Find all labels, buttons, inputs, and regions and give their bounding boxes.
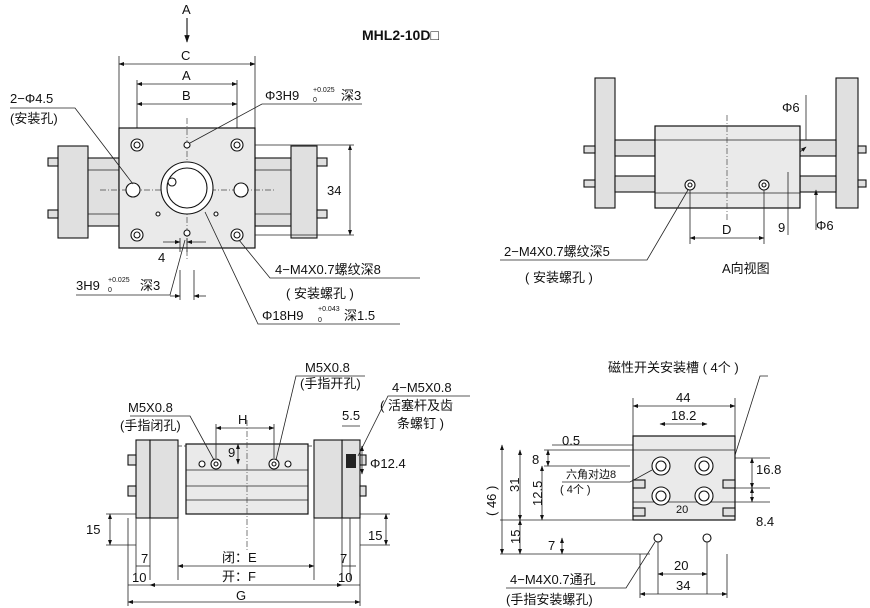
bottom-pin-callout: 3H9 +0.025 0 深3 [76,277,160,294]
mount-hole-note: (安装孔) [10,111,58,126]
pin-hole-callout: Φ3H9 +0.025 0 深3 [265,87,361,104]
a-dim-9: 9 [778,220,785,235]
dim-right-10: 10 [338,570,352,585]
open-port-label: M5X0.8 [305,360,350,375]
dim-12-5: 12.5 [530,481,545,506]
close-port-label: M5X0.8 [128,400,173,415]
a-view-caption: A向视图 [722,261,770,276]
dim-46: ( 46 ) [484,486,499,516]
svg-text:+0.025: +0.025 [108,277,130,284]
dim-phi12-4: Φ12.4 [370,456,406,471]
close-port-note: (手指闭孔) [120,418,181,433]
dim-31: 31 [507,478,522,492]
dim-8-4: 8.4 [756,514,774,529]
hex-note-2: ( 4个 ) [560,483,591,496]
pin-hole [183,229,191,237]
svg-text:Φ18H9: Φ18H9 [262,308,303,323]
left-jaw [57,145,89,239]
svg-text:+0.025: +0.025 [313,87,335,94]
dim-20-inner: 20 [676,504,688,516]
left-finger [87,157,120,227]
bore-callout: Φ18H9 +0.043 0 深1.5 [262,306,375,324]
model-title: MHL2-10D□ [362,27,439,43]
svg-text:深1.5: 深1.5 [344,308,375,323]
svg-text:Φ3H9: Φ3H9 [265,88,299,103]
a-thread-note: 2−M4X0.7螺纹深5 [504,244,610,259]
finger-thread-hole [653,533,663,543]
dim-8: 8 [532,452,539,467]
a-right-jaw [835,77,859,209]
dim-c-label: C [181,48,190,63]
dim-15: 15 [508,530,523,544]
svg-text:0: 0 [108,287,112,294]
side-view: 磁性开关安装槽 ( 4个 ) 44 18.2 0.5 8 六角对边8 [484,360,781,607]
a-phi6-bottom: Φ6 [816,218,834,233]
dim-7: 7 [548,538,555,553]
screw-note-1: ( 活塞杆及齿 [380,398,453,413]
a-phi6-top: Φ6 [782,100,800,115]
pin-hole [183,141,191,149]
a-thread-note-2: ( 安装螺孔 ) [525,270,593,285]
svg-text:深3: 深3 [341,88,361,103]
a-view: Φ6 Φ6 D 9 2−M4X0.7螺纹深5 ( 安装螺孔 ) A向视图 [500,77,867,285]
dim-g: G [236,588,246,603]
f-right-jaw [341,439,361,519]
dim-left-15: 15 [86,522,100,537]
a-body [654,125,801,209]
piston-screw [346,454,356,468]
front-view: M5X0.8 (手指闭孔) M5X0.8 (手指开孔) 4−M5X0.8 ( 活… [86,360,470,606]
dim-5-5: 5.5 [342,408,360,423]
dim-h-label: H [238,412,247,427]
dim-16-8: 16.8 [756,462,781,477]
thread-note-2: ( 安装螺孔 ) [286,286,354,301]
dim-right-15: 15 [368,528,382,543]
dim-right-7: 7 [340,551,347,566]
through-hole-note: 4−M4X0.7通孔 [510,572,596,587]
through-hole [125,182,141,198]
view-arrow-label: A [182,2,191,17]
hex-note: 六角对边8 [566,467,616,481]
dim-20: 20 [674,558,688,573]
screw-note-2: 条螺钉 ) [397,416,444,431]
dim-34-label: 34 [327,183,341,198]
dim-9-label: 9 [228,445,235,460]
dim-0-5: 0.5 [562,433,580,448]
thread-note: 4−M4X0.7螺纹深8 [275,262,381,277]
svg-text:3H9: 3H9 [76,278,100,293]
svg-text:+0.043: +0.043 [318,306,340,313]
dim-18-2: 18.2 [671,408,696,423]
dim-a-label: A [182,68,191,83]
finger-thread-hole [702,533,712,543]
a-left-jaw [594,77,616,209]
switch-slot-label: 磁性开关安装槽 ( 4个 ) [608,360,739,375]
top-view: A C A B [10,2,420,325]
a-dim-d: D [722,222,731,237]
through-hole [233,182,249,198]
dim-left-7: 7 [141,551,148,566]
f-left-jaw [135,439,151,519]
dim-closed-e: 闭：E [222,550,257,565]
dim-34: 34 [676,578,690,593]
svg-text:0: 0 [318,317,322,324]
right-jaw [290,145,318,239]
through-hole-note-2: (手指安装螺孔) [506,592,593,607]
dim-left-10: 10 [132,570,146,585]
dim-b-label: B [182,88,191,103]
mount-hole-label: 2−Φ4.5 [10,91,53,106]
right-finger [254,157,292,227]
dim-44: 44 [676,390,690,405]
svg-text:深3: 深3 [140,278,160,293]
svg-text:0: 0 [313,97,317,104]
screw-label: 4−M5X0.8 [392,380,452,395]
open-port-note: (手指开孔) [300,376,361,391]
dim-open-f: 开：F [222,569,256,584]
dim-4-label: 4 [158,250,165,265]
